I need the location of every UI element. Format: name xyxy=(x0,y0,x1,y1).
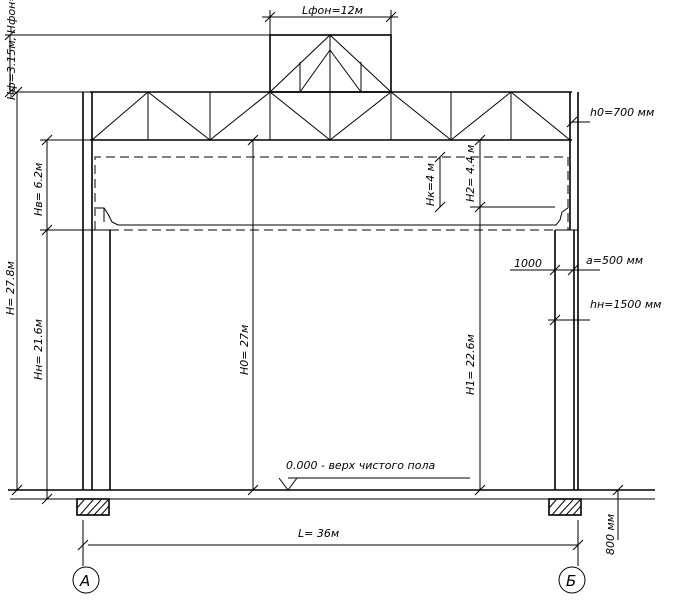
label-offset-1000: 1000 xyxy=(514,257,542,270)
dimension-lantern xyxy=(262,10,398,35)
lantern xyxy=(269,34,392,93)
label-h0: H0= 27м xyxy=(238,325,251,375)
label-h1: H1= 22.6м xyxy=(464,334,477,395)
label-foundation: 800 мм xyxy=(604,514,617,555)
label-span: L= 36м xyxy=(298,527,339,540)
label-truss-height: h0=700 мм xyxy=(590,106,654,119)
axis-marker-right xyxy=(558,560,586,594)
dimensions-right xyxy=(510,116,630,540)
column-left xyxy=(76,92,111,516)
floor-mark xyxy=(278,477,470,491)
label-lantern-span: Lфон=12м xyxy=(302,4,363,17)
axis-label-left: А xyxy=(79,572,90,590)
label-h-total: H= 27.8м xyxy=(4,261,17,315)
dimension-h0 xyxy=(247,134,259,496)
dimensions-left xyxy=(4,29,270,505)
dimension-span xyxy=(77,520,584,560)
label-a: a=500 мм xyxy=(586,254,643,267)
axis-marker-left xyxy=(72,560,100,594)
axis-label-right: Б xyxy=(566,572,576,590)
column-right xyxy=(548,92,582,516)
label-h2: H2= 4.4 м xyxy=(464,145,477,202)
crane-outline xyxy=(94,156,569,231)
label-hk: Hк=4 м xyxy=(424,163,437,206)
dimensions-right-inner xyxy=(434,134,555,496)
label-hv: Hв= 6.2м xyxy=(32,163,45,216)
roof-truss xyxy=(90,91,572,141)
label-floor: 0.000 - верх чистого пола xyxy=(286,459,435,472)
label-lantern-heights: Hф=3.15м, Hфон=3.5 м xyxy=(5,0,18,100)
label-hn-small: hн=1500 мм xyxy=(590,298,661,311)
label-hn: Hн= 21.6м xyxy=(32,319,45,380)
